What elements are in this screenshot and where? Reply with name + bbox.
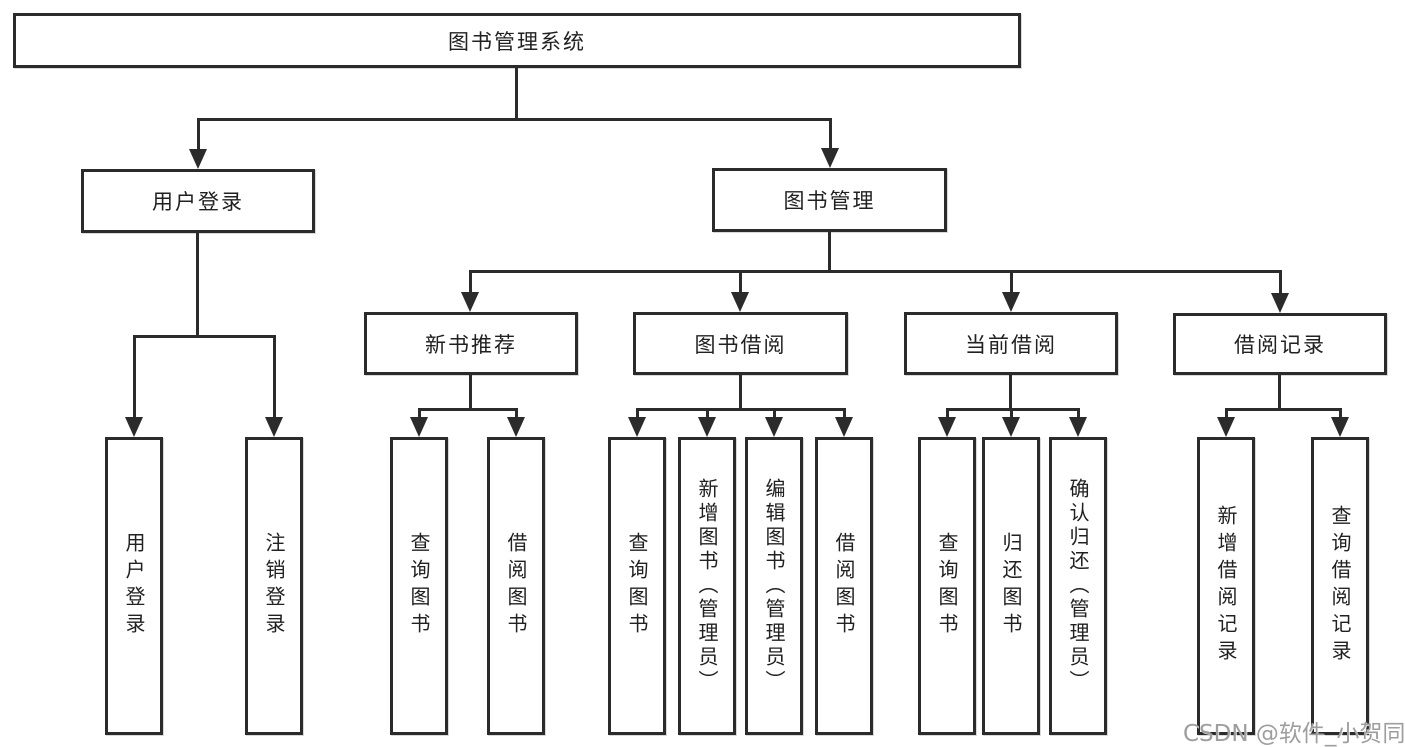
arrow-to-user-login <box>189 118 207 169</box>
node-label: 图书管理系统 <box>448 29 586 54</box>
connector-record-bus <box>1225 408 1341 411</box>
node-root-library-management-system: 图书管理系统 <box>13 13 1021 68</box>
node-label: 用户登录 <box>152 190 244 214</box>
arrow-to-leaf-user-login <box>125 335 143 437</box>
leaf-current-query-book: 查询图书 <box>918 437 976 735</box>
leaf-label: 编辑图书（管理员） <box>762 478 786 694</box>
arrow-to-newbook-borrow <box>507 408 525 437</box>
connector-newbook-bus <box>418 408 518 411</box>
leaf-label: 查询图书 <box>625 532 649 640</box>
leaf-label: 注销登录 <box>262 532 286 640</box>
connector-root-stem <box>515 68 518 119</box>
arrow-to-current-borrow <box>1002 270 1020 312</box>
leaf-newbook-borrow-book: 借阅图书 <box>487 437 545 735</box>
arrow-to-current-return <box>1002 408 1020 437</box>
leaf-borrow-edit-book-admin: 编辑图书（管理员） <box>745 437 803 735</box>
arrow-to-newbook-query <box>410 408 428 437</box>
arrow-to-borrow-query <box>628 408 646 437</box>
node-borrow-record: 借阅记录 <box>1173 313 1387 375</box>
leaf-current-return-book: 归还图书 <box>982 437 1040 735</box>
arrow-to-new-book-recommend <box>461 270 479 312</box>
arrow-to-borrow-edit <box>765 408 783 437</box>
leaf-label: 借阅图书 <box>832 532 856 640</box>
connector-mgmt-bus <box>469 270 1281 273</box>
node-book-management: 图书管理 <box>712 168 947 232</box>
connector-login-stem <box>196 233 199 336</box>
arrow-to-current-query <box>938 408 956 437</box>
connector-record-stem <box>1278 375 1281 409</box>
leaf-label: 确认归还（管理员） <box>1066 478 1090 694</box>
leaf-newbook-query-book: 查询图书 <box>390 437 448 735</box>
leaf-label: 查询图书 <box>407 532 431 640</box>
connector-root-bus <box>197 118 832 121</box>
arrow-to-borrow-borrow <box>835 408 853 437</box>
arrow-to-record-query <box>1331 408 1349 437</box>
leaf-borrow-borrow-book: 借阅图书 <box>815 437 873 735</box>
leaf-borrow-add-book-admin: 新增图书（管理员） <box>678 437 736 735</box>
leaf-logout-login: 注销登录 <box>245 437 303 735</box>
node-book-borrow: 图书借阅 <box>633 312 848 375</box>
leaf-record-add-borrow-record: 新增借阅记录 <box>1197 437 1255 735</box>
leaf-current-confirm-return-admin: 确认归还（管理员） <box>1049 437 1107 735</box>
connector-current-bus <box>946 408 1079 411</box>
node-label: 当前借阅 <box>965 332 1057 357</box>
connector-current-stem <box>1009 375 1012 409</box>
node-label: 借阅记录 <box>1234 333 1326 357</box>
arrow-to-book-borrow <box>731 270 749 312</box>
node-label: 图书借阅 <box>694 332 787 357</box>
connector-login-bus <box>133 335 276 338</box>
connector-borrow-bus <box>636 408 845 411</box>
node-new-book-recommend: 新书推荐 <box>364 312 578 375</box>
node-current-borrow: 当前借阅 <box>904 312 1118 375</box>
arrow-to-borrow-record <box>1271 270 1289 313</box>
leaf-label: 用户登录 <box>122 532 146 640</box>
arrow-to-book-management <box>821 118 839 168</box>
node-label: 图书管理 <box>783 189 876 213</box>
connector-borrow-stem <box>739 375 742 409</box>
leaf-label: 查询图书 <box>935 532 959 640</box>
csdn-watermark: CSDN @软件_小贺同学 <box>1183 721 1405 747</box>
leaf-label: 归还图书 <box>999 532 1023 640</box>
arrow-to-leaf-logout <box>265 335 283 437</box>
node-user-login: 用户登录 <box>81 169 315 233</box>
connector-mgmt-stem <box>828 232 831 271</box>
arrow-to-record-add <box>1217 408 1235 437</box>
node-label: 新书推荐 <box>425 332 517 357</box>
leaf-borrow-query-book: 查询图书 <box>608 437 666 735</box>
leaf-label: 查询借阅记录 <box>1328 505 1352 667</box>
leaf-label: 新增借阅记录 <box>1214 505 1238 667</box>
leaf-label: 新增图书（管理员） <box>695 478 719 694</box>
leaf-user-login: 用户登录 <box>105 437 163 735</box>
arrow-to-borrow-add <box>698 408 716 437</box>
leaf-label: 借阅图书 <box>504 532 528 640</box>
leaf-record-query-borrow-record: 查询借阅记录 <box>1311 437 1369 735</box>
connector-newbook-stem <box>469 375 472 409</box>
arrow-to-current-confirm <box>1069 408 1087 437</box>
